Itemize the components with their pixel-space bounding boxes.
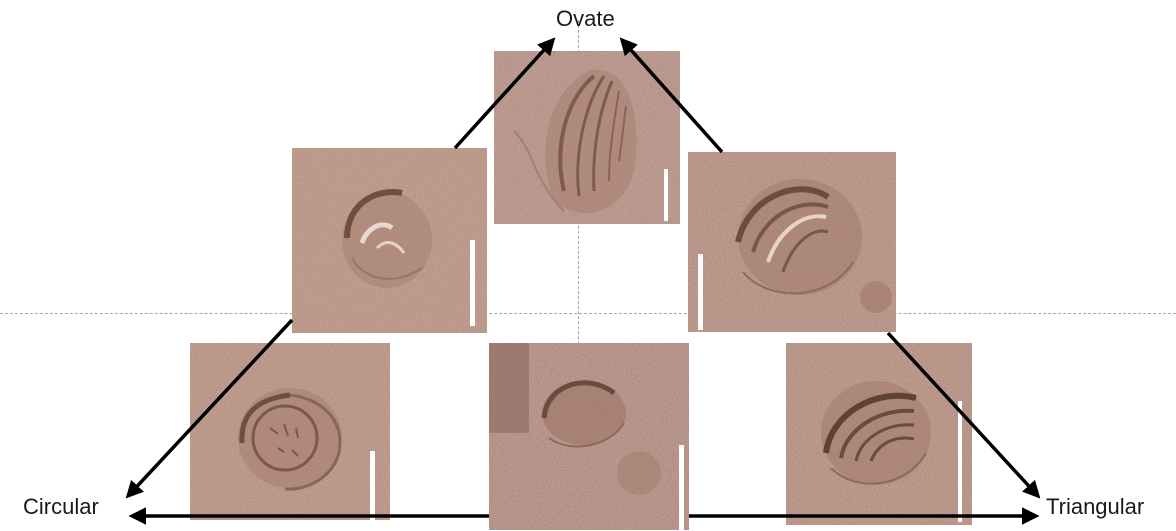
fossil-photo-triangular <box>786 343 972 525</box>
fossil-photo-circular <box>190 343 390 520</box>
scale-bar <box>958 401 962 522</box>
scale-bar <box>698 254 703 330</box>
scale-bar <box>664 169 668 221</box>
fossil-photo-mid-left <box>292 148 487 333</box>
fossil-photo-ovate <box>494 51 680 224</box>
scale-bar <box>679 445 684 530</box>
label-circular: Circular <box>23 496 99 518</box>
label-triangular: Triangular <box>1046 496 1144 518</box>
fossil-photo-intermediate <box>489 343 689 530</box>
scale-bar <box>470 240 475 326</box>
label-ovate: Ovate <box>556 8 615 30</box>
fossil-photo-mid-right <box>688 152 896 332</box>
horizontal-guide-line <box>0 313 1176 314</box>
scale-bar <box>370 451 375 520</box>
